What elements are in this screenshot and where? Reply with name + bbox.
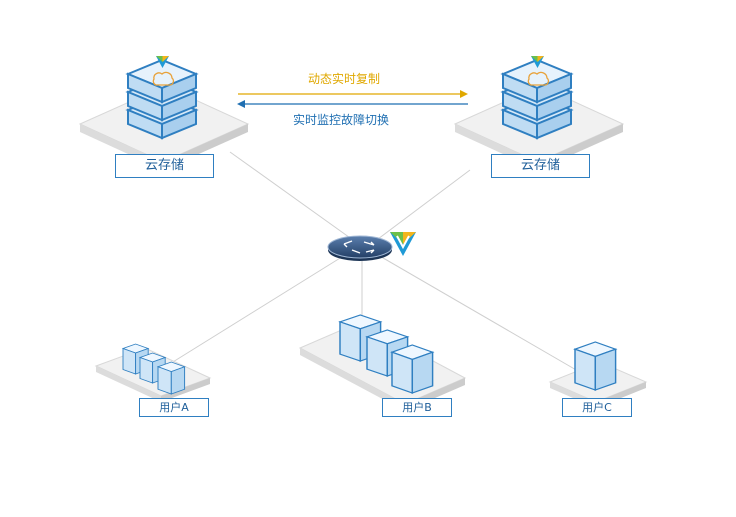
line-left-storage-hub <box>229 151 361 246</box>
storage-left-label: 云存储 <box>115 154 214 178</box>
cloud-icon <box>152 71 175 86</box>
shield-logo-icon <box>390 232 416 256</box>
user-a-label: 用户A <box>139 398 209 417</box>
connection-lines <box>159 151 591 379</box>
line-hub-user-c <box>377 254 591 379</box>
user-b-group <box>298 314 467 411</box>
line-hub-user-a <box>159 254 346 371</box>
failover-arrow <box>237 100 468 108</box>
user-b-label: 用户B <box>382 398 452 417</box>
cloud-icon <box>527 71 550 86</box>
network-hub-icon <box>327 235 393 261</box>
failover-label: 实时监控故障切换 <box>293 113 390 127</box>
shield-logo-icon <box>531 56 544 68</box>
user-c-label: 用户C <box>562 398 632 417</box>
shield-logo-icon <box>156 56 169 68</box>
replication-arrow <box>238 90 468 98</box>
user-a-group <box>94 343 212 402</box>
line-right-storage-hub <box>369 169 471 246</box>
storage-left <box>78 56 250 170</box>
server-stack-icon <box>500 58 574 140</box>
server-stack-icon <box>125 58 199 140</box>
storage-right-label: 云存储 <box>491 154 590 178</box>
replication-label: 动态实时复制 <box>308 72 381 86</box>
user-box-icon <box>574 341 617 391</box>
storage-right <box>453 56 625 170</box>
